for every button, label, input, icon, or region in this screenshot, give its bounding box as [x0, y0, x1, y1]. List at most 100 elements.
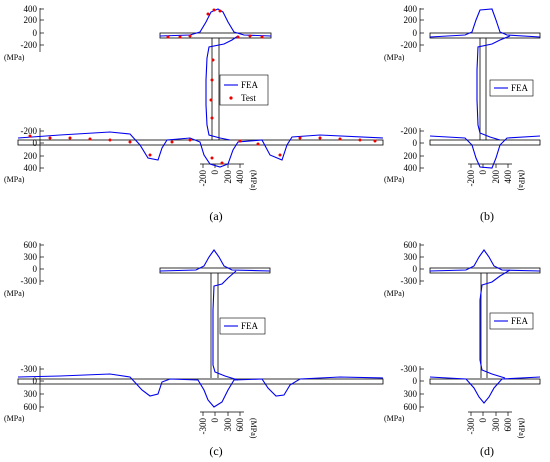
- panel-a-bottom-tick-0: -200: [21, 126, 38, 136]
- panel-c-top-tick-1: 300: [24, 252, 38, 262]
- panel-d-top-tick-0: 600: [404, 240, 418, 250]
- panel-b-top-tick-0: 400: [404, 4, 418, 14]
- panel-c: 600 300 0 -300 (MPa) -300 0 300 600 (MPa…: [4, 240, 384, 458]
- panel-c-web-tick-0: -300: [198, 418, 208, 435]
- panel-b-bottom-unit: (MPa): [384, 175, 405, 184]
- panel-a-top-tick-3: -200: [21, 40, 38, 50]
- panel-c-bottom-tick-3: 600: [24, 402, 38, 412]
- panel-b-top-tick-3: -200: [401, 40, 418, 50]
- panel-c-legend-fea: FEA: [241, 321, 259, 331]
- panel-a-legend: FEA Test: [219, 74, 269, 106]
- panel-d-caption: (d): [480, 444, 494, 458]
- panel-d-web-tick-0: -300: [466, 418, 476, 435]
- panel-d-fea-curves: [429, 249, 541, 404]
- panel-c-legend: FEA: [219, 317, 266, 335]
- panel-d-bottom-tick-2: 300: [404, 389, 418, 399]
- panel-d-web-tick-3: 600: [503, 418, 513, 432]
- panel-a-bottom-flange-curve: [17, 131, 384, 168]
- panel-c-web-tick-2: 300: [223, 418, 233, 432]
- panel-c-bottom-axis: [39, 366, 44, 412]
- panel-b-web-tick-0: -200: [466, 170, 476, 187]
- panel-b-caption: (b): [480, 209, 494, 223]
- panel-d-top-tick-2: 0: [413, 264, 418, 274]
- panel-a-legend-fea: FEA: [241, 80, 259, 90]
- panel-d-bottom-unit: (MPa): [384, 414, 405, 423]
- panel-c-bottom-flange-curve: [17, 373, 384, 408]
- panel-c-fea-curves: [17, 249, 384, 408]
- panel-a-web-unit: (MPa): [249, 170, 258, 191]
- panel-c-web-curve: [212, 270, 239, 381]
- panel-a-top-flange-curve: [159, 8, 272, 37]
- panel-c-top-unit: (MPa): [4, 289, 25, 298]
- panel-d-top-axis: [419, 243, 424, 285]
- panel-d-bottom-flange-curve: [429, 376, 541, 404]
- panel-c-top-tick-0: 600: [24, 240, 38, 250]
- panel-a-bottom-tick-3: 400: [24, 163, 38, 173]
- panel-b-legend-fea: FEA: [511, 83, 529, 93]
- panel-b-cross-section: [429, 32, 541, 146]
- panel-d-web-tick-1: 0: [478, 418, 488, 423]
- panel-d-web-curve: [479, 269, 511, 379]
- panel-b-fea-curves: [429, 8, 541, 169]
- panel-d-web-unit: (MPa): [517, 418, 526, 439]
- panel-a: 400 200 0 -200 (MPa) -200 0 200 400 (MPa…: [4, 4, 384, 223]
- panel-b-bottom-tick-0: -200: [401, 126, 418, 136]
- panel-d-top-unit: (MPa): [384, 289, 405, 298]
- panel-a-cross-section: [17, 32, 384, 146]
- panel-b-web-tick-3: 400: [503, 170, 513, 184]
- panel-a-web-tick-0: -200: [198, 170, 208, 187]
- panel-a-top-unit: (MPa): [4, 53, 25, 62]
- panel-c-bottom-unit: (MPa): [4, 414, 25, 423]
- panel-d-top-flange-curve: [429, 249, 541, 272]
- panel-c-bottom-tick-2: 300: [24, 389, 38, 399]
- panel-a-caption: (a): [209, 209, 222, 223]
- panel-a-test-points: [28, 8, 377, 165]
- panel-b-top-tick-1: 200: [404, 15, 418, 25]
- panel-c-top-tick-2: 0: [33, 264, 38, 274]
- panel-b: 400 200 0 -200 (MPa) -200 0 200 400 (MPa…: [384, 4, 541, 223]
- panel-d-top-tick-1: 300: [404, 252, 418, 262]
- panel-a-web-tick-1: 0: [210, 170, 220, 175]
- panel-c-top-axis: [39, 243, 44, 285]
- panel-c-caption: (c): [209, 444, 222, 458]
- panel-d: 600 300 0 -300 (MPa) -300 0 300 600 (MPa…: [384, 240, 541, 458]
- panel-b-top-unit: (MPa): [384, 53, 405, 62]
- panel-d-web-axis: [468, 411, 512, 416]
- panel-b-bottom-tick-3: 400: [404, 163, 418, 173]
- panel-b-legend: FEA: [489, 79, 534, 97]
- panel-c-top-flange-curve: [159, 249, 271, 272]
- panel-a-bottom-tick-2: 200: [24, 151, 38, 161]
- panel-a-bottom-tick-1: 0: [33, 138, 38, 148]
- panel-c-top-tick-3: -300: [21, 276, 38, 286]
- panel-b-web-axis: [468, 163, 512, 168]
- panel-a-web-curve: [205, 35, 239, 141]
- panel-a-bottom-unit: (MPa): [4, 175, 25, 184]
- panel-a-top-tick-1: 200: [24, 15, 38, 25]
- panel-a-web-tick-3: 400: [235, 170, 245, 184]
- panel-a-top-tick-2: 0: [33, 28, 38, 38]
- panel-b-web-curve: [476, 35, 511, 141]
- panel-c-bottom-tick-1: 0: [33, 376, 38, 386]
- panel-d-bottom-tick-0: -300: [401, 364, 418, 374]
- panel-d-bottom-tick-1: 0: [413, 376, 418, 386]
- panel-d-bottom-tick-3: 600: [404, 402, 418, 412]
- panel-d-legend-fea: FEA: [511, 316, 529, 326]
- panel-a-web-tick-2: 200: [223, 170, 233, 184]
- panel-b-top-tick-2: 0: [413, 28, 418, 38]
- panel-a-top-axis: [39, 8, 44, 52]
- panel-d-bottom-axis: [419, 366, 424, 412]
- panel-b-bottom-tick-1: 0: [413, 138, 418, 148]
- panel-a-fea-curves: [17, 8, 384, 168]
- panel-b-top-flange-curve: [429, 8, 541, 38]
- panel-d-web-tick-2: 300: [491, 418, 501, 432]
- panel-c-web-tick-3: 600: [235, 418, 245, 432]
- panel-a-top-tick-0: 400: [24, 4, 38, 14]
- panel-c-web-unit: (MPa): [249, 418, 258, 439]
- panel-a-bottom-axis: [39, 128, 44, 172]
- panel-b-web-unit: (MPa): [517, 170, 526, 191]
- panel-c-web-tick-1: 0: [210, 418, 220, 423]
- panel-a-legend-test: Test: [241, 93, 256, 103]
- panel-c-bottom-tick-0: -300: [21, 364, 38, 374]
- panel-d-top-tick-3: -300: [401, 276, 418, 286]
